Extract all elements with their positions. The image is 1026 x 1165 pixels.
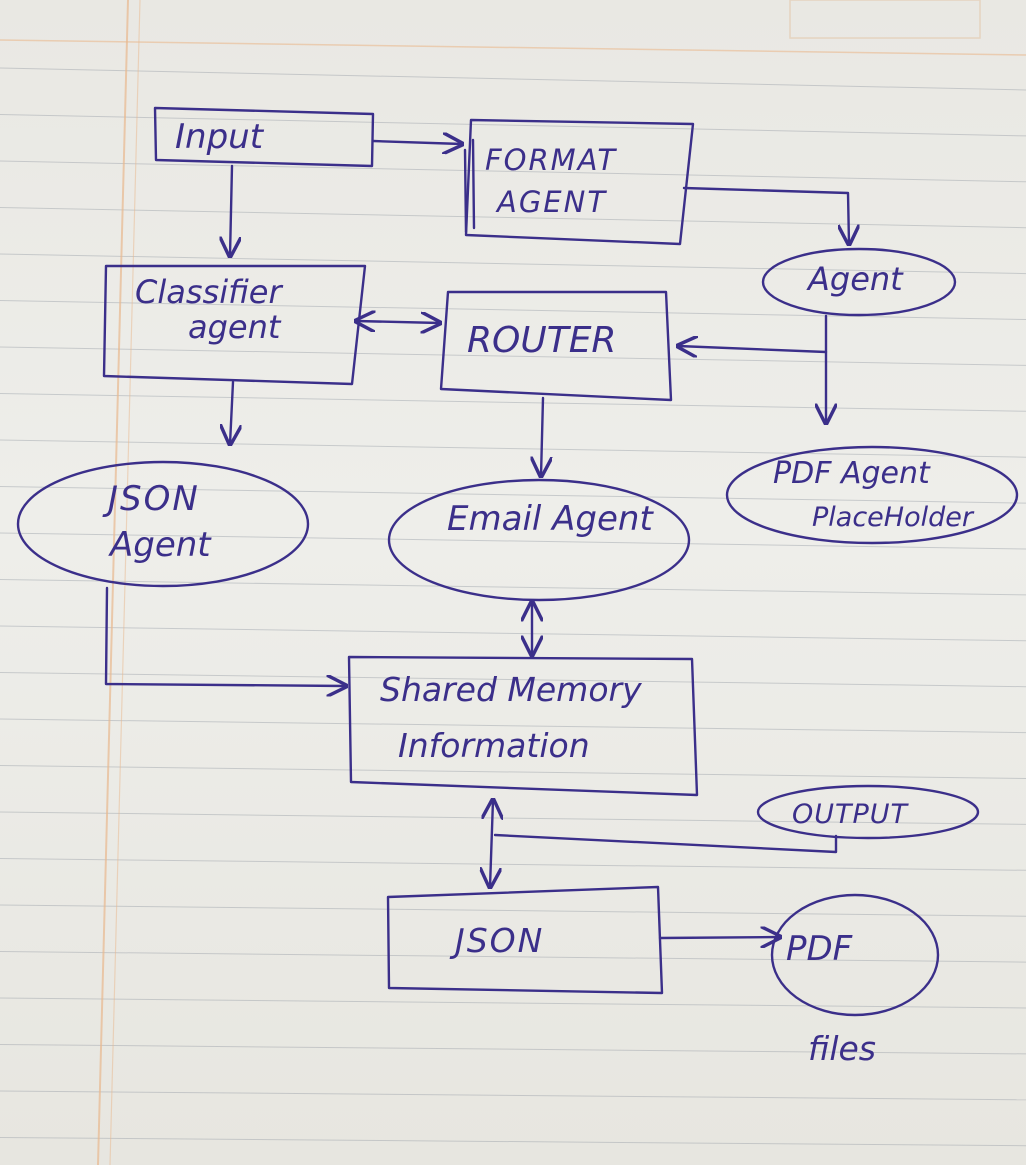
classifier-agent-label-2: agent bbox=[188, 308, 282, 346]
ruled-line bbox=[0, 858, 1026, 871]
ruled-line bbox=[0, 904, 1026, 917]
ruled-lines bbox=[0, 67, 1026, 1147]
format-agent-label-1: FORMAT bbox=[485, 143, 617, 177]
router-label: ROUTER bbox=[467, 320, 616, 361]
pdf-agent-label-1: PDF Agent bbox=[773, 456, 931, 491]
shared-memory-box bbox=[347, 655, 699, 797]
email-agent-label: Email Agent bbox=[447, 499, 654, 539]
ruled-line bbox=[0, 346, 1026, 366]
pdf-agent-label-2: PlaceHolder bbox=[812, 502, 975, 533]
input-box bbox=[153, 106, 375, 168]
edge-format-agent bbox=[682, 186, 849, 244]
edge-json-agent-memory bbox=[104, 586, 346, 686]
ruled-line bbox=[0, 579, 1026, 596]
ruled-line bbox=[0, 765, 1026, 779]
router-box bbox=[439, 290, 673, 402]
files-label: files bbox=[808, 1029, 876, 1068]
agent-ellipse bbox=[761, 247, 957, 317]
edge-classifier-json bbox=[230, 380, 233, 444]
ruled-line bbox=[0, 811, 1026, 825]
ruled-line bbox=[0, 207, 1026, 229]
output-ellipse bbox=[756, 784, 980, 840]
edge-json-pdf bbox=[658, 937, 780, 938]
ruled-line bbox=[0, 672, 1026, 688]
pdf-ellipse bbox=[770, 893, 940, 1017]
edge-router-email bbox=[541, 396, 543, 476]
classifier-agent-box bbox=[102, 264, 367, 386]
edge-classifier-router bbox=[356, 321, 440, 323]
shared-memory-label-2: Information bbox=[398, 726, 590, 765]
top-margin-line bbox=[0, 39, 1026, 56]
edge-input-classifier bbox=[230, 164, 232, 256]
pdf-label: PDF bbox=[786, 929, 853, 969]
ruled-line bbox=[0, 1090, 1026, 1101]
ruled-line bbox=[0, 625, 1026, 642]
agent-label: Agent bbox=[806, 260, 904, 298]
json-agent-label-1: JSON bbox=[102, 479, 200, 519]
json-agent-label-2: Agent bbox=[108, 525, 212, 565]
format-agent-box-inner bbox=[463, 138, 476, 234]
format-agent-label-2: AGENT bbox=[495, 185, 607, 219]
ruled-line bbox=[0, 951, 1026, 963]
edge-input-format bbox=[371, 141, 462, 144]
margin-line-left-2 bbox=[109, 0, 141, 1165]
ruled-line bbox=[0, 393, 1026, 412]
json-agent-ellipse bbox=[16, 460, 310, 588]
classifier-agent-label-1: Classifier bbox=[135, 273, 283, 311]
ruled-line bbox=[0, 439, 1026, 458]
json-label: JSON bbox=[449, 921, 544, 960]
format-agent-box bbox=[464, 118, 695, 246]
edge-memory-json bbox=[490, 800, 493, 887]
edge-output-memory bbox=[493, 833, 838, 854]
ruled-line bbox=[0, 532, 1026, 550]
ruled-line bbox=[0, 67, 1026, 91]
shared-memory-label-1: Shared Memory bbox=[380, 670, 642, 709]
ruled-line bbox=[0, 253, 1026, 275]
input-label: Input bbox=[175, 117, 265, 157]
ruled-line bbox=[0, 300, 1026, 320]
ruled-line bbox=[0, 486, 1026, 504]
page-corner-mark bbox=[789, 0, 981, 39]
ruled-line bbox=[0, 1137, 1026, 1147]
ruled-line bbox=[0, 718, 1026, 734]
ruled-line bbox=[0, 114, 1026, 137]
ruled-line bbox=[0, 997, 1026, 1009]
pdf-agent-ellipse bbox=[725, 445, 1019, 545]
ruled-line bbox=[0, 160, 1026, 183]
json-box bbox=[386, 885, 664, 995]
output-label: OUTPUT bbox=[792, 799, 910, 830]
ruled-line bbox=[0, 1044, 1026, 1055]
edge-agent-router bbox=[678, 314, 828, 352]
